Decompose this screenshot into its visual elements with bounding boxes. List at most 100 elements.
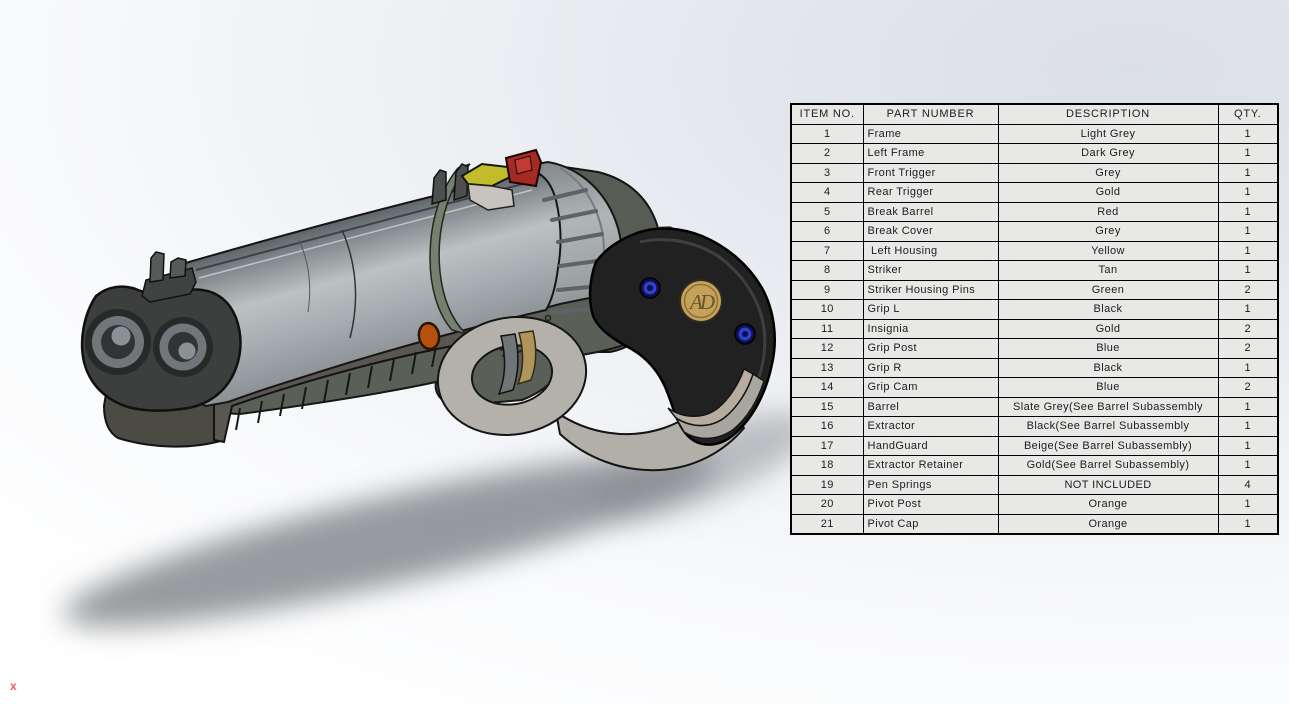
bom-cell: 1 [1217,240,1279,261]
part-frame-trigger-guard[interactable] [436,316,588,436]
bom-cell: 2 [1217,279,1279,300]
bom-cell: 1 [1217,513,1279,535]
bom-cell: Beige(See Barrel Subassembly) [997,435,1219,456]
bom-cell: Grey [997,162,1219,183]
bom-cell: 18 [790,455,864,476]
bom-cell: Green [997,279,1219,300]
grip-bottom-tan-band [667,367,754,427]
bom-cell: Left Frame [862,143,999,164]
bom-cell: Orange [997,513,1219,535]
bom-cell: 12 [790,338,864,359]
bom-cell: Black [997,357,1219,378]
bom-cell: 9 [790,279,864,300]
bom-cell: Dark Grey [997,143,1219,164]
bom-cell: Extractor Retainer [862,455,999,476]
bom-cell: 14 [790,377,864,398]
muzzle-bore-right [153,317,213,377]
bom-header-row: ITEM NO. PART NUMBER DESCRIPTION QTY. [790,103,1279,125]
part-insignia[interactable]: AD [679,279,723,323]
bom-cell: 1 [1217,396,1279,417]
bom-cell: Rear Trigger [862,182,999,203]
part-front-sight[interactable] [141,251,197,303]
bom-cell: Orange [997,494,1219,515]
bom-cell: Grip L [862,299,999,320]
bom-cell: Left Housing [862,240,999,261]
part-front-trigger[interactable] [497,333,519,396]
bom-cell: 1 [1217,182,1279,203]
bom-cell: HandGuard [862,435,999,456]
part-grip-post-front[interactable] [639,277,661,299]
insignia-monogram: AD [688,290,715,314]
bom-cell: Black [997,299,1219,320]
bom-cell: 6 [790,221,864,242]
bom-cell: Gold [997,182,1219,203]
bom-cell: 1 [1217,416,1279,437]
bom-cell: 20 [790,494,864,515]
bom-cell: 3 [790,162,864,183]
part-pivot-post[interactable] [417,321,441,351]
part-break-barrel[interactable] [504,148,543,188]
bom-cell: Pen Springs [862,474,999,495]
bom-cell: 21 [790,513,864,535]
bom-cell: Gold(See Barrel Subassembly) [997,455,1219,476]
part-rear-trigger[interactable] [516,330,537,386]
bom-cell: 1 [1217,455,1279,476]
bom-cell: Striker [862,260,999,281]
bom-cell: Grip Post [862,338,999,359]
break-cover-rim [429,163,471,336]
bom-cell: Black(See Barrel Subassembly [997,416,1219,437]
bom-cell: Gold [997,318,1219,339]
bom-cell: Tan [997,260,1219,281]
bom-cell: NOT INCLUDED [997,474,1219,495]
bom-cell: 19 [790,474,864,495]
part-grip-l[interactable] [588,227,776,446]
bom-cell: 4 [1217,474,1279,495]
bom-cell: 13 [790,357,864,378]
bom-cell: Front Trigger [862,162,999,183]
bom-cell: 1 [1217,494,1279,515]
bom-cell: Barrel [862,396,999,417]
bom-cell: 4 [790,182,864,203]
bom-cell: 1 [790,123,864,144]
bom-header-description: DESCRIPTION [997,103,1219,125]
bom-cell: 1 [1217,162,1279,183]
bom-cell: 15 [790,396,864,417]
model-shadow [63,413,812,627]
bom-cell: 1 [1217,260,1279,281]
part-rear-sight[interactable] [431,163,469,206]
bom-cell: 5 [790,201,864,222]
bom-cell: Grip R [862,357,999,378]
bom-cell: Break Cover [862,221,999,242]
bom-cell: 1 [1217,435,1279,456]
bom-cell: Slate Grey(See Barrel Subassembly [997,396,1219,417]
bom-cell: 16 [790,416,864,437]
part-grip-post-rear[interactable] [734,323,756,345]
bom-cell: 11 [790,318,864,339]
bom-header-part-number: PART NUMBER [862,103,999,125]
bom-cell: Light Grey [997,123,1219,144]
bom-cell: 7 [790,240,864,261]
bom-cell: 1 [1217,357,1279,378]
